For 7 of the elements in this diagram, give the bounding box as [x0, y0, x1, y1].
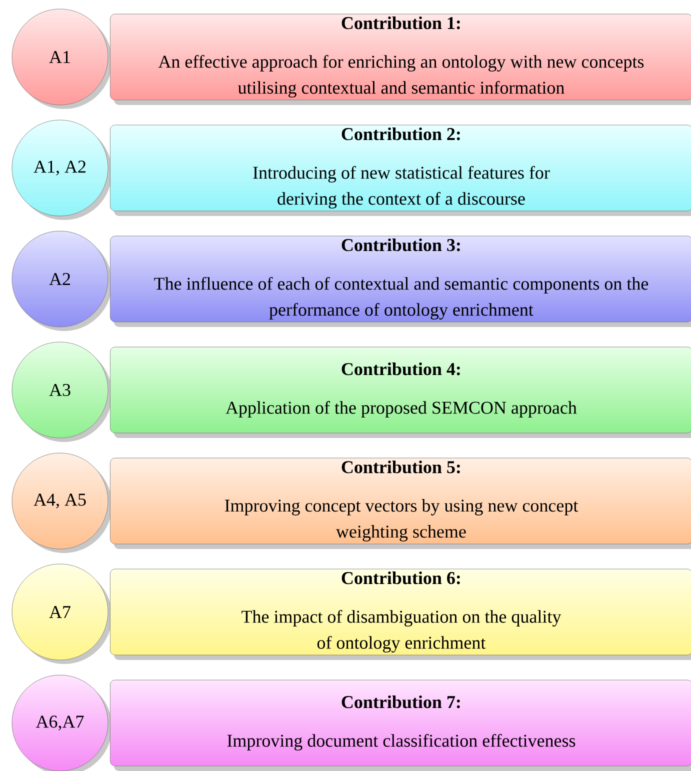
contribution-box: Contribution 4: Application of the proposed SEMCON approach	[110, 346, 691, 434]
contribution-box: Contribution 5: Improving concept vectors by using new concept weighting scheme	[110, 458, 691, 544]
contribution-box: Contribution 7: Improving document classification effectiveness	[110, 680, 691, 766]
contribution-box: Contribution 6: The impact of disambiguation on the quality of ontology enrichment	[110, 568, 691, 656]
contribution-box: Contribution 1: An effective approach for enriching an ontology with new concepts utilising contextual and semantic information	[110, 14, 691, 100]
contribution-box: Contribution 3: The influence of each of contextual and semantic components on the performance of ontology enrichment	[110, 236, 691, 322]
contribution-box: Contribution 2: Introducing of new statistical features for deriving the context of a discourse	[110, 124, 691, 212]
